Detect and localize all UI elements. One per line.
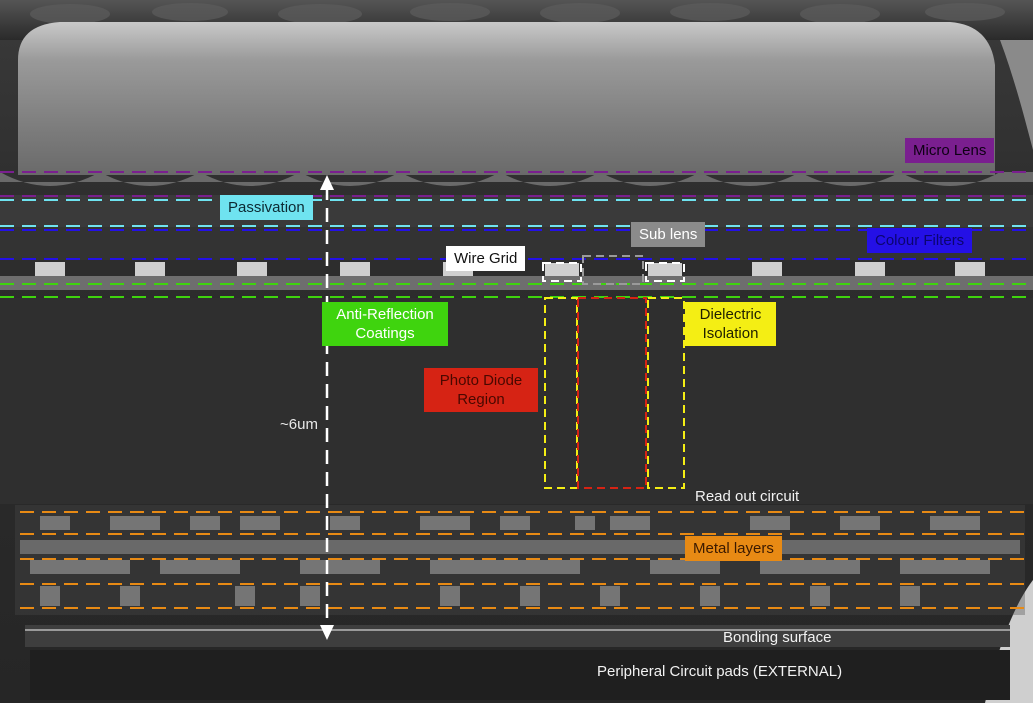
wire-grid-elements <box>35 262 985 279</box>
colour-filters-label: Colour Filters <box>867 228 973 253</box>
metal-region-shade <box>15 505 1025 615</box>
anti-reflection-label: Anti-Reflection Coatings <box>322 302 448 346</box>
micro-lens-block <box>18 22 995 175</box>
dielectric-box-left <box>544 297 578 489</box>
passivation-label: Passivation <box>220 195 313 220</box>
scale-label: ~6um <box>280 416 318 433</box>
photo-diode-box <box>577 297 647 489</box>
metal-layers-label: Metal layers <box>685 536 782 561</box>
micro-lens-label: Micro Lens <box>905 138 995 163</box>
sub-lens-label: Sub lens <box>631 222 706 247</box>
debris-right <box>1000 40 1033 150</box>
dielectric-box-right <box>647 297 685 489</box>
read-out-circuit-label: Read out circuit <box>695 488 800 505</box>
wire-grid-box-left <box>542 262 582 282</box>
lens-scallops <box>0 172 1033 186</box>
top-bumps <box>30 3 1005 24</box>
photo-diode-label: Photo Diode Region <box>424 368 538 412</box>
sub-lens-box <box>582 255 644 285</box>
bonding-layer <box>25 625 1010 647</box>
peripheral-pads-label: Peripheral Circuit pads (EXTERNAL) <box>597 663 843 680</box>
dielectric-isolation-label: Dielectric Isolation <box>685 302 776 346</box>
bonding-surface-label: Bonding surface <box>723 629 832 646</box>
wire-grid-box-right <box>645 262 685 282</box>
scale-arrow <box>320 175 334 640</box>
wire-grid-label: Wire Grid <box>446 246 526 271</box>
peripheral-pad-layer <box>30 650 1010 700</box>
